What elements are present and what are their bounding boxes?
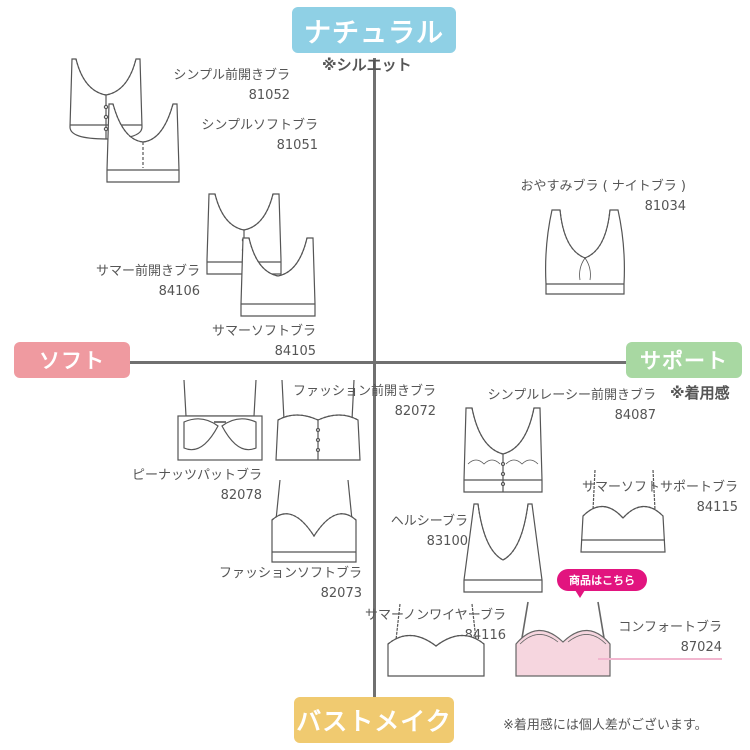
product-label-82072[interactable]: ファッション前開きブラ 82072 — [268, 382, 436, 422]
product-code: 82072 — [394, 404, 436, 419]
product-name: ヘルシーブラ — [390, 514, 468, 529]
product-label-84116[interactable]: サマーノンワイヤーブラ 84116 — [330, 606, 506, 646]
product-code: 84105 — [274, 344, 316, 359]
product-image-82072[interactable] — [272, 376, 364, 466]
product-name: ピーナッツパットブラ — [131, 468, 262, 483]
horizontal-axis — [130, 361, 626, 364]
product-code: 81051 — [276, 138, 318, 153]
product-code: 82078 — [220, 488, 262, 503]
axis-label-soft: ソフト — [14, 342, 130, 378]
product-label-82078[interactable]: ピーナッツパットブラ 82078 — [106, 466, 262, 506]
product-label-84087[interactable]: シンプルレーシー前開きブラ 84087 — [452, 386, 656, 426]
product-name: サマー前開きブラ — [95, 264, 200, 279]
product-label-83100[interactable]: ヘルシーブラ 83100 — [370, 512, 468, 552]
product-label-84106[interactable]: サマー前開きブラ 84106 — [60, 262, 200, 302]
product-name: シンプルレーシー前開きブラ — [487, 388, 656, 403]
product-image-81034[interactable] — [540, 206, 630, 298]
axis-label-bust-make: バストメイク — [294, 697, 454, 743]
product-name: ファッション前開きブラ — [292, 384, 436, 399]
product-code: 81052 — [248, 88, 290, 103]
product-image-81052[interactable] — [62, 55, 150, 143]
product-code: 84115 — [696, 500, 738, 515]
product-image-82078[interactable] — [174, 376, 266, 466]
product-name: おやすみブラ ( ナイトブラ ) — [520, 179, 686, 194]
product-link-badge[interactable]: 商品はこちら — [557, 569, 647, 598]
product-name: シンプルソフトブラ — [201, 118, 318, 133]
product-code: 82073 — [320, 586, 362, 601]
product-image-84116[interactable] — [384, 600, 488, 682]
product-image-83100[interactable] — [458, 500, 548, 596]
axis-note-fit: ※着用感 — [670, 384, 730, 402]
product-label-81052[interactable]: シンプル前開きブラ 81052 — [150, 66, 290, 106]
product-code: 81034 — [644, 199, 686, 214]
product-code: 84106 — [158, 284, 200, 299]
product-name: サマーソフトサポートブラ — [581, 480, 738, 495]
product-label-82073[interactable]: ファッションソフトブラ 82073 — [190, 564, 362, 604]
product-image-84087[interactable] — [458, 404, 548, 496]
product-label-84115[interactable]: サマーソフトサポートブラ 84115 — [556, 478, 738, 518]
product-code: 83100 — [426, 534, 468, 549]
product-image-81051[interactable] — [103, 100, 183, 186]
axis-label-natural: ナチュラル — [292, 7, 456, 53]
axis-note-silhouette: ※シルエット — [322, 56, 412, 74]
product-label-84105[interactable]: サマーソフトブラ 84105 — [176, 322, 316, 362]
product-image-82073[interactable] — [268, 476, 360, 568]
product-name: サマーソフトブラ — [211, 324, 316, 339]
product-name: コンフォートブラ — [618, 620, 722, 635]
product-image-87024[interactable] — [512, 598, 614, 682]
product-code: 87024 — [598, 638, 722, 660]
product-code: 84087 — [614, 408, 656, 423]
product-label-81051[interactable]: シンプルソフトブラ 81051 — [180, 116, 318, 156]
product-image-84115[interactable] — [577, 466, 669, 558]
product-name: シンプル前開きブラ — [173, 68, 290, 83]
product-label-81034[interactable]: おやすみブラ ( ナイトブラ ) 81034 — [494, 177, 686, 217]
axis-label-support: サポート — [626, 342, 742, 378]
footnote: ※着用感には個人差がございます。 — [503, 718, 708, 733]
product-label-87024[interactable]: コンフォートブラ 87024 — [598, 618, 722, 660]
product-image-84105[interactable] — [237, 234, 319, 320]
product-name: サマーノンワイヤーブラ — [364, 608, 506, 623]
vertical-axis — [373, 58, 376, 700]
product-name: ファッションソフトブラ — [218, 566, 362, 581]
